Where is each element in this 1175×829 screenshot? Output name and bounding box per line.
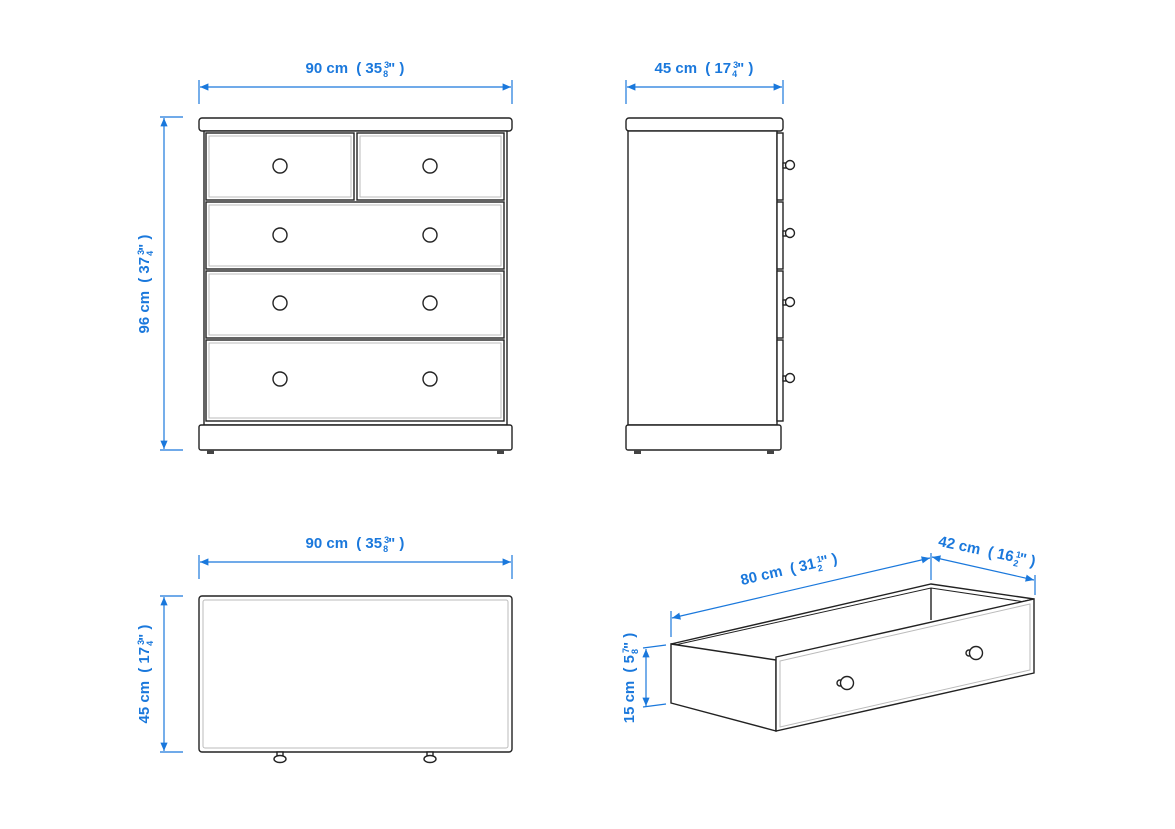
knob-icons [272, 158, 438, 387]
drawer-fronts [776, 132, 784, 422]
knob-icons [782, 159, 796, 384]
drawers [205, 132, 505, 422]
drawer-width-label: 80 cm ( 3112" ) [739, 550, 840, 591]
drawer-height-label: 15 cm ( 578" ) [621, 633, 640, 724]
top-depth-label: 45 cm ( 1734" ) [136, 625, 155, 724]
drawer-view: 80 cm ( 3112" ) 42 cm ( 1612" ) 15 cm ( … [621, 533, 1037, 732]
plinth [198, 424, 513, 451]
top-panel [198, 117, 513, 132]
front-height-label: 96 cm ( 3734" ) [136, 235, 155, 334]
knob-icons [836, 645, 984, 691]
knob-icons [273, 751, 437, 764]
drawer-depth-label: 42 cm ( 1612" ) [936, 533, 1037, 572]
